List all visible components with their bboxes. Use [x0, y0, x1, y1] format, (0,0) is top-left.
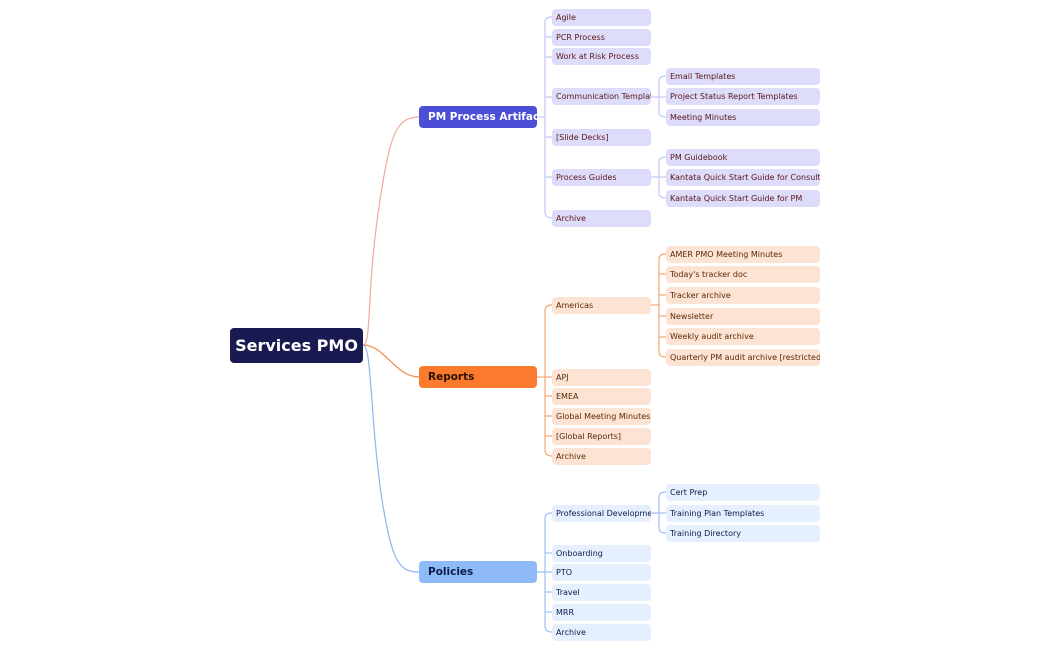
node-quarterly-pm-audit-archive[interactable]: Quarterly PM audit archive [restricted]	[666, 349, 820, 366]
node-training-directory[interactable]: Training Directory	[666, 525, 820, 542]
node-professional-development[interactable]: Professional Development	[552, 505, 651, 522]
node-cert-prep[interactable]: Cert Prep	[666, 484, 820, 501]
node-pcr-process[interactable]: PCR Process	[552, 29, 651, 46]
root-node-services-pmo[interactable]: Services PMO	[230, 328, 363, 363]
node-pm-guidebook[interactable]: PM Guidebook	[666, 149, 820, 166]
node-reports-archive[interactable]: Archive	[552, 448, 651, 465]
node-email-templates[interactable]: Email Templates	[666, 68, 820, 85]
node-weekly-audit-archive[interactable]: Weekly audit archive	[666, 328, 820, 345]
node-global-meeting-minutes[interactable]: Global Meeting Minutes	[552, 408, 651, 425]
node-americas[interactable]: Americas	[552, 297, 651, 314]
node-global-reports[interactable]: [Global Reports]	[552, 428, 651, 445]
node-pm-archive[interactable]: Archive	[552, 210, 651, 227]
node-project-status-report-templates[interactable]: Project Status Report Templates	[666, 88, 820, 105]
node-work-at-risk-process[interactable]: Work at Risk Process	[552, 48, 651, 65]
node-policies-archive[interactable]: Archive	[552, 624, 651, 641]
node-amer-pmo-meeting-minutes[interactable]: AMER PMO Meeting Minutes	[666, 246, 820, 263]
node-meeting-minutes[interactable]: Meeting Minutes	[666, 109, 820, 126]
node-process-guides[interactable]: Process Guides	[552, 169, 651, 186]
node-kantata-guide-consultants[interactable]: Kantata Quick Start Guide for Consultant…	[666, 169, 820, 186]
node-training-plan-templates[interactable]: Training Plan Templates	[666, 505, 820, 522]
node-kantata-guide-pm[interactable]: Kantata Quick Start Guide for PM	[666, 190, 820, 207]
node-onboarding[interactable]: Onboarding	[552, 545, 651, 562]
node-travel[interactable]: Travel	[552, 584, 651, 601]
node-slide-decks[interactable]: [Slide Decks]	[552, 129, 651, 146]
node-todays-tracker-doc[interactable]: Today's tracker doc	[666, 266, 820, 283]
branch-reports[interactable]: Reports	[419, 366, 537, 388]
branch-policies[interactable]: Policies	[419, 561, 537, 583]
node-tracker-archive[interactable]: Tracker archive	[666, 287, 820, 304]
node-emea[interactable]: EMEA	[552, 388, 651, 405]
node-agile[interactable]: Agile	[552, 9, 651, 26]
connector-root-reports	[362, 344, 420, 378]
node-mrr[interactable]: MRR	[552, 604, 651, 621]
node-apj[interactable]: APJ	[552, 369, 651, 386]
connector-root-policies	[362, 344, 420, 573]
node-communication-templates[interactable]: Communication Templates	[552, 88, 651, 105]
connector-root-pm	[362, 116, 420, 346]
node-pto[interactable]: PTO	[552, 564, 651, 581]
branch-pm-process-artifacts[interactable]: PM Process Artifacts	[419, 106, 537, 128]
node-newsletter[interactable]: Newsletter	[666, 308, 820, 325]
